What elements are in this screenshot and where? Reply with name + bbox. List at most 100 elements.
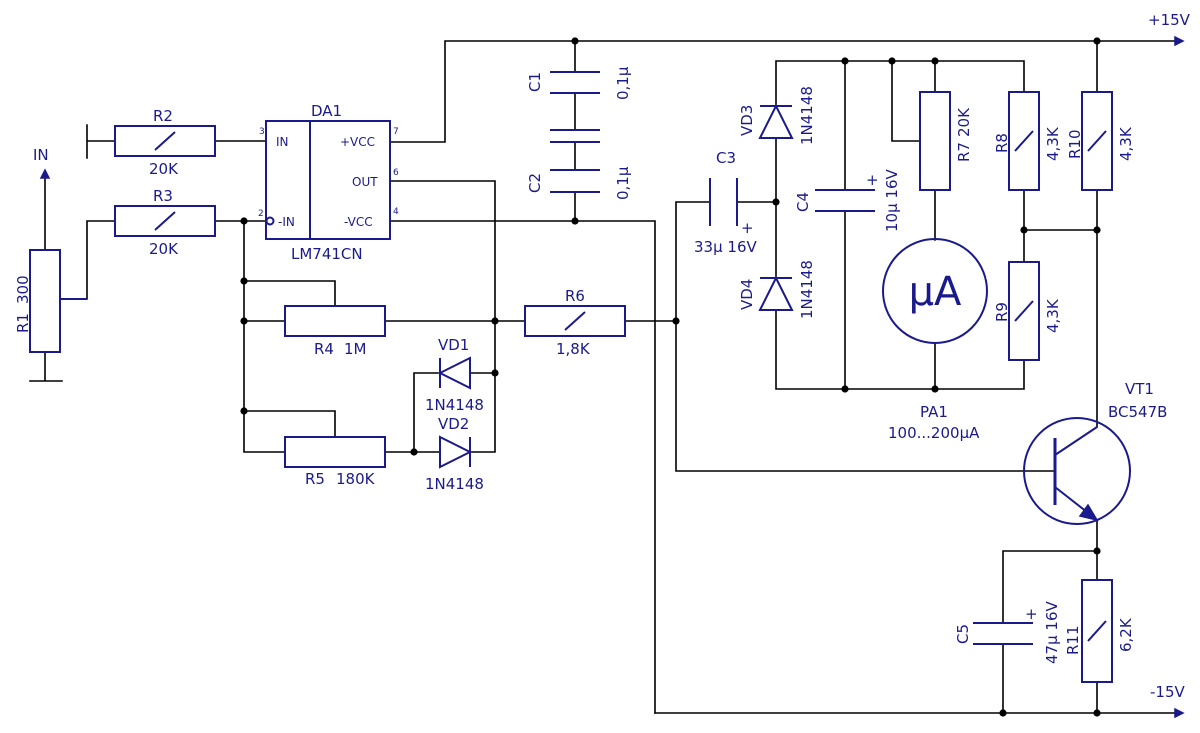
pa1-ref: PA1 — [920, 403, 948, 421]
opamp-da1 — [265, 120, 391, 240]
c3-ref: C3 — [716, 149, 736, 167]
c3-polarity: + — [741, 219, 754, 237]
r1-value: 300 — [14, 275, 32, 304]
r10-value: 4,3K — [1117, 126, 1135, 161]
emitter-arrow-icon — [1078, 503, 1099, 522]
r1-ref: R1 — [14, 313, 32, 333]
vd3-ref: VD3 — [738, 105, 756, 136]
c4-ref: C4 — [794, 192, 812, 212]
capacitor-c1 — [550, 71, 600, 94]
da1-pinnum-vcc: 7 — [393, 127, 399, 137]
r3-ref: R3 — [153, 187, 173, 205]
resistor-r6 — [524, 305, 626, 337]
resistor-r1 — [29, 249, 87, 353]
junction — [491, 369, 499, 377]
wire-r2 — [86, 124, 266, 159]
da1-ref: DA1 — [311, 102, 342, 120]
c4-value: 10µ 16V — [883, 169, 901, 232]
r7-ref: R7 — [955, 142, 973, 162]
rail-arrows — [39, 35, 1185, 719]
resistor-r3 — [114, 205, 216, 237]
r9-ref: R9 — [993, 302, 1011, 322]
neg-rail-label: -15V — [1150, 683, 1185, 701]
c2-value: 0,1µ — [614, 166, 632, 200]
neg-rail-arrow-icon — [1174, 707, 1185, 719]
wire-r3 — [61, 220, 267, 300]
c5-polarity: + — [1025, 605, 1038, 623]
da1-pin-out: OUT — [352, 175, 378, 189]
da1-pin-vcc: +VCC — [340, 135, 375, 149]
r3-value: 20K — [149, 240, 179, 258]
junction — [1093, 37, 1101, 45]
vd2-ref: VD2 — [438, 415, 469, 433]
junction — [1093, 709, 1101, 717]
transistor-vt1 — [1023, 417, 1131, 525]
r8-ref: R8 — [993, 133, 1011, 153]
pos-rail-arrow-icon — [1174, 35, 1185, 47]
capacitor-c4 — [815, 189, 875, 212]
resistor-r8 — [1008, 91, 1040, 191]
r11-value: 6,2K — [1117, 617, 1135, 652]
vd4-value: 1N4148 — [798, 260, 816, 319]
vt1-part: BC547B — [1108, 403, 1167, 421]
junction — [841, 57, 849, 65]
r5-ref: R5 — [305, 470, 325, 488]
junction — [1093, 226, 1101, 234]
wire-c5 — [1002, 550, 1098, 714]
junction — [571, 217, 579, 225]
resistor-r11 — [1081, 579, 1113, 683]
wire-r1 — [29, 174, 63, 382]
vd1-value: 1N4148 — [425, 396, 484, 414]
r6-value: 1,8K — [556, 340, 591, 358]
da1-part: LM741CN — [291, 245, 363, 263]
resistor-r2 — [114, 125, 216, 157]
c5-ref: C5 — [954, 624, 972, 644]
r11-ref: R11 — [1064, 625, 1082, 655]
junction — [888, 57, 896, 65]
r5-value: 180K — [336, 470, 376, 488]
resistor-r4 — [284, 305, 386, 337]
c1-value: 0,1µ — [614, 66, 632, 100]
meter-symbol: µA — [909, 269, 962, 315]
junction — [571, 37, 579, 45]
r4-ref: R4 — [314, 340, 334, 358]
capacitor-c5 — [973, 622, 1033, 645]
r6-ref: R6 — [565, 287, 585, 305]
vd1-ref: VD1 — [438, 336, 469, 354]
junction — [999, 709, 1007, 717]
c1-ref: C1 — [526, 72, 544, 92]
c3-value: 33µ 16V — [694, 238, 757, 256]
resistor-r5 — [284, 436, 386, 468]
resistor-r7 — [919, 91, 951, 191]
junction — [1020, 226, 1028, 234]
r7-value: 20K — [955, 107, 973, 137]
junction — [240, 217, 248, 225]
junction — [931, 385, 939, 393]
da1-pinnum-inv: 2 — [258, 209, 264, 219]
wires — [29, 40, 1176, 714]
junction — [410, 448, 418, 456]
diode-vd4 — [758, 275, 794, 311]
junction — [1093, 547, 1101, 555]
pos-rail-label: +15V — [1148, 11, 1191, 29]
r10-ref: R10 — [1066, 129, 1084, 159]
wire-c3-base — [675, 201, 1056, 472]
pa1-range: 100...200µA — [888, 424, 980, 442]
c2-ref: C2 — [526, 173, 544, 193]
vd2-value: 1N4148 — [425, 475, 484, 493]
da1-pinnum-vee: 4 — [393, 207, 399, 217]
junction — [240, 317, 248, 325]
diode-vd2 — [439, 435, 473, 469]
resistor-r9 — [1008, 261, 1040, 361]
junction — [772, 198, 780, 206]
da1-pinnum-out: 6 — [393, 168, 399, 178]
da1-pin-in: IN — [276, 135, 289, 149]
r2-ref: R2 — [153, 107, 173, 125]
wire-vee — [389, 220, 656, 714]
junction — [240, 407, 248, 415]
input-label: IN — [33, 146, 49, 164]
vd3-value: 1N4148 — [798, 86, 816, 145]
capacitor-c3 — [709, 178, 738, 226]
junction — [841, 385, 849, 393]
